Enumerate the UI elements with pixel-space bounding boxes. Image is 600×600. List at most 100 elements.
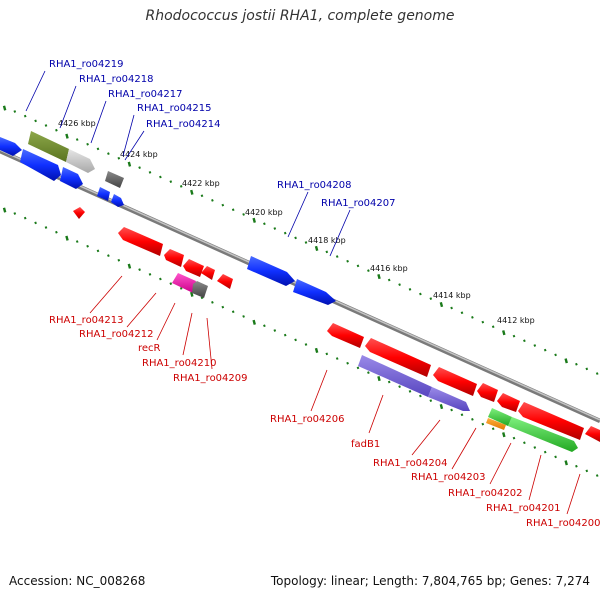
ruler-tick-minor xyxy=(408,389,412,393)
gene-label-ro04215[interactable]: RHA1_ro04215 xyxy=(137,103,212,114)
ruler-tick-major xyxy=(190,189,194,195)
leader-line xyxy=(182,312,193,356)
ruler-top xyxy=(2,105,599,375)
gene-arrow[interactable] xyxy=(486,418,506,430)
kbp-tick-labels: 4426 kbp 4424 kbp 4422 kbp 4420 kbp 4418… xyxy=(58,119,535,325)
kbp-tick-label: 4418 kbp xyxy=(308,236,346,245)
gene-label-ro04207[interactable]: RHA1_ro04207 xyxy=(321,198,396,209)
gene-label-ro04204[interactable]: RHA1_ro04204 xyxy=(373,458,448,469)
gene-arrow[interactable] xyxy=(365,338,431,377)
gene-arrow[interactable] xyxy=(73,207,85,219)
ruler-tick-minor xyxy=(429,297,433,301)
kbp-tick-label: 4422 kbp xyxy=(182,179,220,188)
gene-label-recR[interactable]: recR xyxy=(138,343,161,354)
gene-arrow[interactable] xyxy=(20,149,61,181)
ruler-tick-minor xyxy=(200,194,204,198)
gene-label-ro04202[interactable]: RHA1_ro04202 xyxy=(448,488,523,499)
kbp-tick-label: 4420 kbp xyxy=(245,208,283,217)
ruler-tick-minor xyxy=(585,469,589,473)
gene-label-ro04219[interactable]: RHA1_ro04219 xyxy=(49,59,124,70)
ruler-tick-minor xyxy=(481,422,485,426)
ruler-tick-minor xyxy=(346,361,349,365)
gene-label-ro04210[interactable]: RHA1_ro04210 xyxy=(142,358,217,369)
gene-label-ro04213[interactable]: RHA1_ro04213 xyxy=(49,315,124,326)
gene-arrow[interactable] xyxy=(497,393,520,412)
gene-arrow[interactable] xyxy=(118,227,163,256)
gene-label-ro04214[interactable]: RHA1_ro04214 xyxy=(146,119,221,130)
ruler-tick-minor xyxy=(117,156,121,160)
gene-arrow[interactable] xyxy=(508,417,578,452)
ruler-tick-minor xyxy=(44,226,48,229)
ruler-tick-minor xyxy=(429,399,433,403)
ruler-tick-minor xyxy=(75,240,79,243)
ruler-tick-major xyxy=(377,273,381,280)
ruler-tick-minor xyxy=(575,362,578,366)
forward-gene-labels: RHA1_ro04219 RHA1_ro04218 RHA1_ro04217 R… xyxy=(49,59,396,209)
gene-arrow[interactable] xyxy=(293,279,336,305)
ruler-tick-minor xyxy=(543,348,547,352)
ruler-tick-major xyxy=(314,347,319,354)
ruler-tick-minor xyxy=(491,427,495,431)
ruler-tick-minor xyxy=(356,264,360,268)
ruler-tick-minor xyxy=(481,320,485,324)
gene-arrow[interactable] xyxy=(433,367,477,396)
gene-arrow[interactable] xyxy=(60,167,83,189)
gene-label-ro04201[interactable]: RHA1_ro04201 xyxy=(486,503,561,514)
ruler-tick-minor xyxy=(86,142,89,146)
gene-arrow[interactable] xyxy=(585,426,600,442)
gene-arrow[interactable] xyxy=(428,387,470,411)
topology-summary: Topology: linear; Length: 7,804,765 bp; … xyxy=(270,574,590,588)
gene-arrow[interactable] xyxy=(247,256,295,286)
ruler-tick-minor xyxy=(585,367,589,371)
ruler-tick-minor xyxy=(55,230,58,234)
gene-arrow[interactable] xyxy=(477,383,498,402)
gene-label-ro04200[interactable]: RHA1_ro04200 xyxy=(526,518,600,529)
kbp-tick-label: 4416 kbp xyxy=(370,264,408,273)
ruler-tick-minor xyxy=(44,124,48,127)
gene-arrow[interactable] xyxy=(0,137,22,156)
ruler-tick-minor xyxy=(283,231,287,235)
gene-arrow[interactable] xyxy=(28,131,69,162)
gene-arrow[interactable] xyxy=(66,149,95,173)
ruler-tick-minor xyxy=(523,441,526,445)
ruler-tick-minor xyxy=(273,227,277,230)
gene-label-fadB1[interactable]: fadB1 xyxy=(351,439,380,450)
ruler-tick-minor xyxy=(575,464,578,468)
ruler-tick-major xyxy=(252,319,256,325)
gene-label-ro04218[interactable]: RHA1_ro04218 xyxy=(79,74,154,85)
ruler-tick-minor xyxy=(159,277,162,281)
ruler-tick-minor xyxy=(408,287,412,291)
gene-arrow[interactable] xyxy=(201,266,215,280)
ruler-tick-minor xyxy=(304,343,308,346)
gene-arrow[interactable] xyxy=(488,408,512,426)
gene-arrow[interactable] xyxy=(164,249,184,267)
gene-arrow[interactable] xyxy=(183,259,204,277)
ruler-tick-major xyxy=(502,432,506,438)
gene-arrow[interactable] xyxy=(172,273,196,293)
leader-line xyxy=(368,394,384,434)
leader-line xyxy=(90,100,107,144)
leader-line xyxy=(489,442,512,485)
gene-arrow[interactable] xyxy=(327,323,364,348)
gene-label-ro04212[interactable]: RHA1_ro04212 xyxy=(79,329,154,340)
ruler-tick-major xyxy=(439,404,444,410)
gene-arrow[interactable] xyxy=(97,187,110,201)
gene-label-ro04203[interactable]: RHA1_ro04203 xyxy=(411,472,486,483)
gene-label-ro04206[interactable]: RHA1_ro04206 xyxy=(270,414,345,425)
gene-label-ro04209[interactable]: RHA1_ro04209 xyxy=(173,373,248,384)
gene-arrow[interactable] xyxy=(358,355,432,397)
gene-label-ro04208[interactable]: RHA1_ro04208 xyxy=(277,180,352,191)
gene-arrow[interactable] xyxy=(111,194,124,207)
gene-arrow[interactable] xyxy=(192,281,208,298)
gene-arrow[interactable] xyxy=(518,402,584,440)
gene-arrow[interactable] xyxy=(217,274,233,289)
ruler-tick-minor xyxy=(231,208,235,212)
ruler-tick-major xyxy=(2,207,7,213)
ruler-tick-minor xyxy=(86,244,89,248)
gene-arrow[interactable] xyxy=(105,171,124,188)
ruler-tick-minor xyxy=(387,380,391,384)
gene-label-ro04217[interactable]: RHA1_ro04217 xyxy=(108,89,183,100)
kbp-tick-label: 4414 kbp xyxy=(433,291,471,300)
ruler-tick-minor xyxy=(471,316,474,319)
